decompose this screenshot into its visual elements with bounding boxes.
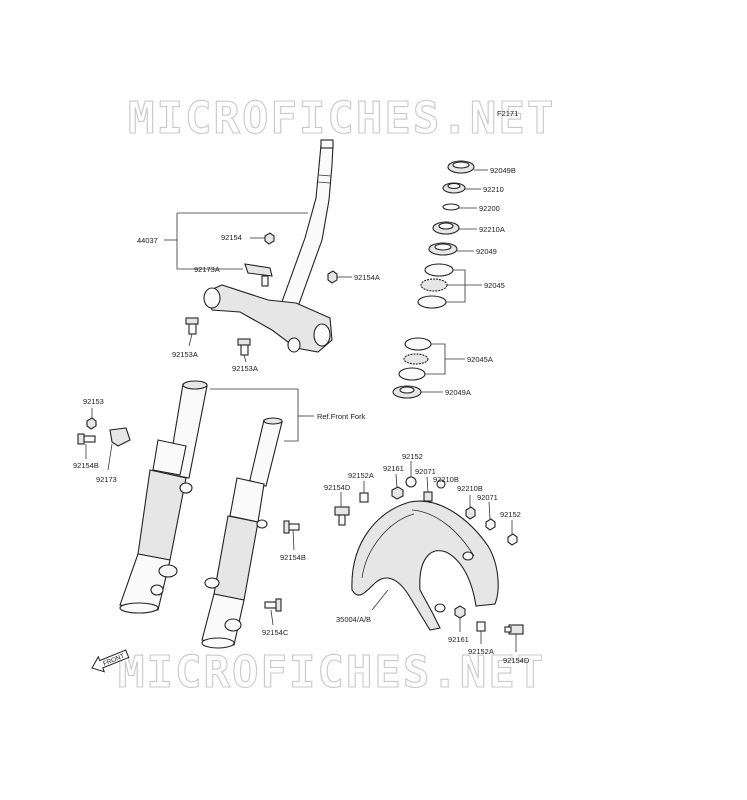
label-92049: 92049 bbox=[476, 247, 497, 256]
leader-lines-fender bbox=[340, 461, 517, 652]
label-35004: 35004/A/B bbox=[336, 615, 371, 624]
ref-front-fork-label: Ref.Front Fork bbox=[317, 412, 366, 421]
fork-right[interactable] bbox=[201, 417, 283, 649]
label-92049A: 92049A bbox=[445, 388, 471, 397]
label-92154B-1: 92154B bbox=[73, 461, 99, 470]
label-92071-1: 92071 bbox=[415, 467, 436, 476]
watermark-top: MICROFICHES.NET bbox=[128, 93, 555, 144]
bearing-stack-upper[interactable] bbox=[417, 160, 475, 309]
label-92152A-bot: 92152A bbox=[468, 647, 494, 656]
bearing-stack-lower[interactable] bbox=[392, 337, 432, 399]
label-44037: 44037 bbox=[137, 236, 158, 245]
leader-lines-stem bbox=[164, 212, 352, 363]
steering-stem[interactable] bbox=[203, 139, 334, 353]
label-92153A-2: 92153A bbox=[232, 364, 258, 373]
label-92153A-1: 92153A bbox=[172, 350, 198, 359]
label-92161-top: 92161 bbox=[383, 464, 404, 473]
bracket-92173A[interactable] bbox=[244, 263, 273, 287]
label-92200: 92200 bbox=[479, 204, 500, 213]
label-92154D-2: 92154D bbox=[503, 656, 530, 665]
label-92154A: 92154A bbox=[354, 273, 380, 282]
label-92154: 92154 bbox=[221, 233, 242, 242]
label-92161-bot: 92161 bbox=[448, 635, 469, 644]
label-92173: 92173 bbox=[96, 475, 117, 484]
label-92045: 92045 bbox=[484, 281, 505, 290]
front-fender-35004[interactable] bbox=[351, 500, 499, 631]
leader-lines-forks bbox=[85, 388, 314, 626]
label-92152A-top: 92152A bbox=[348, 471, 374, 480]
label-92154B-2: 92154B bbox=[280, 553, 306, 562]
bolt-92153A-2[interactable] bbox=[237, 338, 251, 356]
label-92154D-1: 92154D bbox=[324, 483, 351, 492]
fork-left[interactable] bbox=[119, 380, 208, 614]
label-92152-right: 92152 bbox=[500, 510, 521, 519]
label-92071-2: 92071 bbox=[477, 493, 498, 502]
label-92049B: 92049B bbox=[490, 166, 516, 175]
label-92173A: 92173A bbox=[194, 265, 220, 274]
label-92210B-1: 92210B bbox=[433, 475, 459, 484]
label-92152-top: 92152 bbox=[402, 452, 423, 461]
label-92154C: 92154C bbox=[262, 628, 289, 637]
nut-92154A[interactable] bbox=[327, 270, 338, 284]
fork-small-parts[interactable] bbox=[77, 417, 300, 612]
leader-lines-bearings bbox=[421, 169, 488, 393]
label-92153: 92153 bbox=[83, 397, 104, 406]
label-92045A: 92045A bbox=[467, 355, 493, 364]
nut-92154[interactable] bbox=[264, 232, 275, 245]
bolt-92153A-1[interactable] bbox=[185, 317, 199, 335]
label-92210A: 92210A bbox=[479, 225, 505, 234]
diagram-code: F2171 bbox=[497, 109, 518, 118]
label-92210: 92210 bbox=[483, 185, 504, 194]
label-92210B-2: 92210B bbox=[457, 484, 483, 493]
watermark-bottom: MICROFICHES.NET bbox=[118, 647, 545, 698]
